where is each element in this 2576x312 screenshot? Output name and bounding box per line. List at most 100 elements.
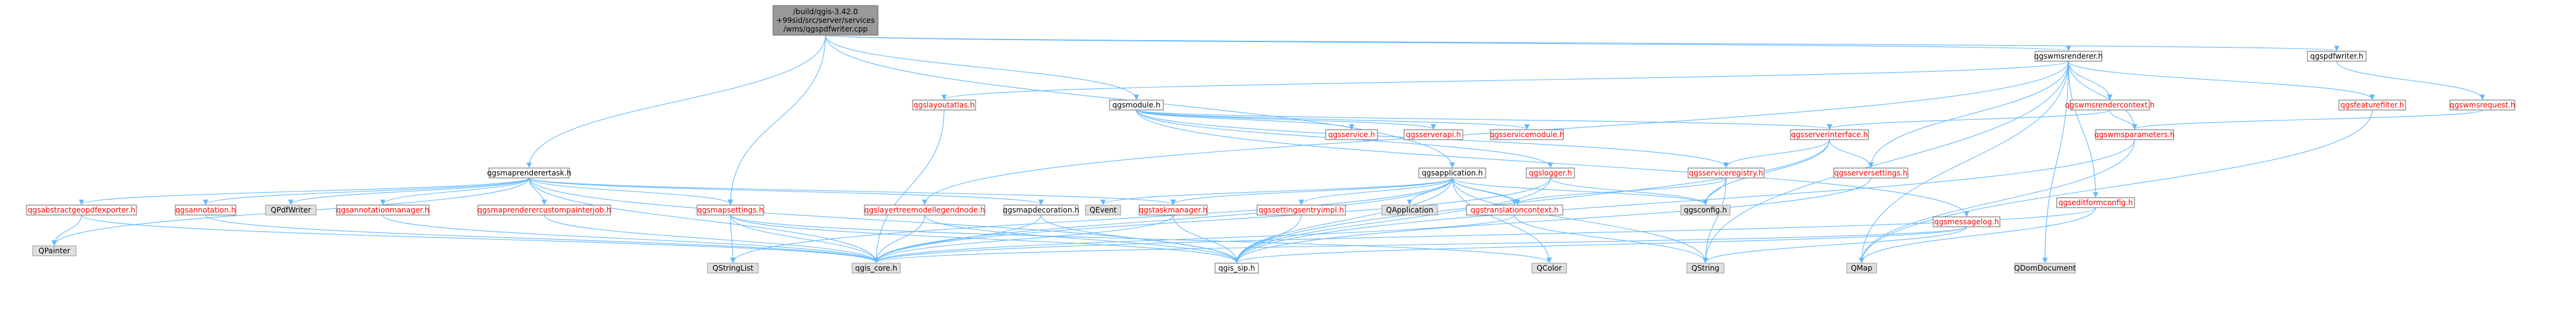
- node-label: qgslayoutatlas.h: [913, 101, 974, 109]
- node-qgsservicemodule[interactable]: qgsservicemodule.h: [1490, 129, 1565, 140]
- node-label: qgstaskmanager.h: [1139, 206, 1208, 214]
- edge-qgsapplication-to-QStringList: [730, 177, 1453, 263]
- node-qgsannotation[interactable]: qgsannotation.h: [175, 204, 236, 216]
- edge-qgswmsparameters-to-QMap: [1859, 139, 2135, 263]
- node-QPainter: QPainter: [32, 245, 77, 256]
- node-box: [1686, 263, 1725, 274]
- edge-qgseditformconfig-to-qgis_core: [873, 207, 2096, 263]
- edge-qgsmaprenderertask-to-qgsabstractgeopdfexporter: [78, 177, 530, 205]
- node-qgsmapsettings[interactable]: qgsmapsettings.h: [696, 204, 764, 216]
- node-qgsapplication[interactable]: qgsapplication.h: [1418, 167, 1486, 179]
- node-label: qgsmodule.h: [1113, 101, 1161, 109]
- node-label: qgsfeaturefilter.h: [2340, 101, 2404, 109]
- node-qgsservice[interactable]: qgsservice.h: [1325, 129, 1378, 140]
- node-qgseditformconfig[interactable]: qgseditformconfig.h: [2056, 197, 2135, 208]
- node-box: [1846, 263, 1877, 274]
- edge-qgsmaprenderertask-to-qgsmapsettings: [529, 177, 734, 205]
- node-label: qgswmsrenderer.h: [2034, 52, 2102, 61]
- node-box: [1381, 204, 1438, 216]
- node-label: qgis_sip.h: [1218, 264, 1255, 272]
- node-qgswmsparameters[interactable]: qgswmsparameters.h: [2094, 129, 2175, 140]
- edge-qgswmsrenderer-to-QString: [1702, 61, 2069, 263]
- edge-qgsmodule-to-qgsserverapi: [1135, 109, 1436, 130]
- node-qgstaskmanager[interactable]: qgstaskmanager.h: [1139, 204, 1208, 216]
- node-qgsserversettings[interactable]: qgsserversettings.h: [1833, 167, 1909, 179]
- edge-qgsserviceregistry-to-QString: [1702, 177, 1727, 263]
- node-box: [772, 5, 879, 36]
- node-qgswmsrendercontext[interactable]: qgswmsrendercontext.h: [2065, 99, 2155, 111]
- edge-qgsserversettings-to-qgis_sip: [1234, 177, 1871, 263]
- node-QStringList: QStringList: [707, 263, 759, 274]
- node-box: [1139, 204, 1208, 216]
- edge-qgstranslationcontext-to-QString: [1514, 214, 1708, 263]
- node-label: qgsservice.h: [1328, 130, 1375, 139]
- edge-qgsapplication-to-qgis_sip: [1234, 177, 1453, 263]
- node-box: [864, 204, 985, 216]
- node-qgis_sip[interactable]: qgis_sip.h: [1215, 263, 1259, 274]
- edge-qgsannotationmanager-to-qgis_core: [382, 214, 879, 263]
- node-box: [1490, 129, 1564, 140]
- node-qgstranslationcontext[interactable]: qgstranslationcontext.h: [1466, 204, 1563, 216]
- node-qgsserviceregistry[interactable]: qgsserviceregistry.h: [1687, 167, 1765, 179]
- node-label: qgslogger.h: [1529, 169, 1572, 177]
- node-box: [2095, 129, 2174, 140]
- node-box: [26, 204, 137, 216]
- node-label: QPainter: [38, 247, 70, 255]
- dependency-edges: [51, 35, 2485, 263]
- edge-qgswmsparameters-to-qgis_sip: [1234, 139, 2135, 263]
- edge-qgslayertreemodellegendnode-to-qgis_core: [873, 214, 926, 263]
- edge-qgsapplication-to-qgssettingsentryimpl: [1298, 177, 1453, 205]
- node-box: [696, 204, 764, 216]
- node-box: [1466, 204, 1563, 216]
- edge-qgsabstractgeopdfexporter-to-QPainter: [51, 214, 82, 246]
- node-box: [336, 204, 430, 216]
- node-QEvent: QEvent: [1085, 204, 1121, 216]
- node-box: [707, 263, 759, 274]
- node-label: qgis_core.h: [855, 264, 897, 272]
- node-label: qgsmapdecoration.h: [1003, 206, 1079, 214]
- node-box: [2338, 99, 2406, 111]
- node-QColor: QColor: [1531, 263, 1567, 274]
- node-qgspdfwriter[interactable]: qgspdfwriter.h: [2307, 51, 2367, 62]
- node-qgsserverapi[interactable]: qgsserverapi.h: [1403, 129, 1463, 140]
- node-qgslayertreemodellegendnode[interactable]: qgslayertreemodellegendnode.h: [864, 204, 985, 216]
- edge-root-to-qgspdfwriter: [825, 35, 2339, 51]
- node-box: [1085, 204, 1121, 216]
- node-box: [2056, 197, 2135, 208]
- node-qgsannotationmanager[interactable]: qgsannotationmanager.h: [336, 204, 430, 216]
- edge-qgslayertreemodellegendnode-to-qgis_sip: [924, 214, 1240, 263]
- node-qgsabstractgeopdfexporter[interactable]: qgsabstractgeopdfexporter.h: [26, 204, 137, 216]
- node-box: [1790, 129, 1869, 140]
- edge-qgsapplication-to-QColor: [1452, 177, 1552, 263]
- node-qgslogger[interactable]: qgslogger.h: [1526, 167, 1575, 179]
- node-label: qgssettingsentryimpl.h: [1258, 206, 1344, 214]
- node-root[interactable]: /build/qgis-3.42.0+99sid/src/server/serv…: [772, 5, 879, 36]
- node-QMap: QMap: [1846, 263, 1877, 274]
- edge-qgsmodule-to-qgsmessagelog: [1135, 109, 1970, 217]
- edge-qgswmsrequest-to-qgswmsparameters: [2131, 109, 2483, 130]
- node-qgsserverinterface[interactable]: qgsserverinterface.h: [1790, 129, 1869, 140]
- node-qgswmsrequest[interactable]: qgswmsrequest.h: [2449, 99, 2515, 111]
- node-label: /build/qgis-3.42.0: [793, 7, 858, 16]
- node-box: [1833, 167, 1909, 179]
- edge-qgsmessagelog-to-qgis_core: [874, 226, 1967, 263]
- edge-qgsapplication-to-QEvent: [1100, 177, 1453, 205]
- edge-qgsserviceregistry-to-memory: [1515, 177, 1727, 205]
- node-label: +99sid/src/server/services: [776, 16, 874, 25]
- node-qgsmapdecoration[interactable]: qgsmapdecoration.h: [1003, 204, 1079, 216]
- node-label: qgstranslationcontext.h: [1471, 206, 1559, 214]
- node-qgssettingsentryimpl[interactable]: qgssettingsentryimpl.h: [1257, 204, 1346, 216]
- edge-qgswmsrenderer-to-QMap: [1859, 61, 2069, 263]
- node-qgsmaprenderercustompainterjob[interactable]: qgsmaprenderercustompainterjob.h: [477, 204, 611, 216]
- node-label: qgsmessagelog.h: [1934, 217, 1999, 226]
- node-qgswmsrenderer[interactable]: qgswmsrenderer.h: [2034, 51, 2103, 62]
- node-qgsmessagelog[interactable]: qgsmessagelog.h: [1933, 216, 2001, 227]
- node-label: qgsannotation.h: [175, 206, 236, 214]
- node-qgslayoutatlas[interactable]: qgslayoutatlas.h: [912, 99, 976, 111]
- edge-qgsserviceregistry-to-qgsconfig: [1702, 177, 1727, 205]
- node-qgsmaprenderertask[interactable]: qgsmaprenderertask.h: [487, 167, 571, 179]
- edge-qgspdfwriter-to-qgswmsrequest: [2336, 61, 2485, 100]
- node-qgsmodule[interactable]: qgsmodule.h: [1109, 99, 1164, 111]
- edge-qgsmapsettings-to-qgis_core: [730, 214, 879, 263]
- node-qgsfeaturefilter[interactable]: qgsfeaturefilter.h: [2338, 99, 2406, 111]
